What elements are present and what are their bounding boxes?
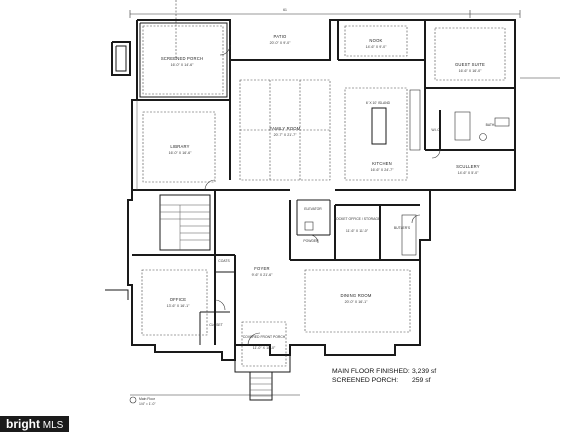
brand-suffix: MLS bbox=[42, 420, 64, 431]
room-name-dining-room: DINING ROOM bbox=[340, 293, 371, 298]
room-dim-pocket-office: 11'-6" X 11'-0" bbox=[346, 229, 369, 233]
room-name-elevator: ELEVATOR bbox=[304, 207, 322, 211]
plan-title: Main Floor bbox=[139, 397, 156, 401]
room-dim-office: 13'-6" X 16'-1" bbox=[167, 304, 190, 308]
room-name-guest-suite: GUEST SUITE bbox=[455, 62, 485, 67]
room-name-wic: W.I.C. bbox=[431, 128, 440, 132]
island-label: 6' X 10' ISLAND bbox=[366, 101, 391, 105]
area-summary: MAIN FLOOR FINISHED: 3,239 sf SCREENED P… bbox=[332, 368, 436, 384]
dimension-text: 61 bbox=[283, 8, 287, 12]
room-name-covered-porch: COVERED FRONT PORCH bbox=[243, 335, 286, 339]
screened-porch-value: 259 sf bbox=[412, 377, 431, 384]
room-dim-dining-room: 20'-0" X 16'-1" bbox=[345, 300, 368, 304]
fixtures bbox=[136, 89, 510, 256]
room-name-foyer: FOYER bbox=[254, 266, 269, 271]
room-name-library: LIBRARY bbox=[170, 144, 189, 149]
room-name-powder: POWDER bbox=[303, 239, 319, 243]
room-name-closet: CLOSET bbox=[209, 323, 223, 327]
room-dim-screened-porch: 16'-0" X 14'-6" bbox=[171, 63, 194, 67]
room-dim-guest-suite: 16'-6" X 16'-0" bbox=[459, 69, 482, 73]
room-dim-nook: 14'-6" X 9'-0" bbox=[366, 45, 387, 49]
main-floor-label: MAIN FLOOR FINISHED: bbox=[332, 368, 410, 375]
interior-walls bbox=[105, 20, 515, 373]
room-dim-foyer: 9'-6" X 21'-6" bbox=[252, 273, 273, 277]
ceiling-beams bbox=[141, 25, 506, 367]
screened-porch-label: SCREENED PORCH: bbox=[332, 377, 398, 384]
room-name-scullery: SCULLERY bbox=[456, 164, 480, 169]
room-name-coats: COATS bbox=[218, 259, 230, 263]
plan-caption: Main Floor 1/4" = 1'-0" bbox=[129, 396, 156, 406]
room-labels: SCREENED PORCH 16'-0" X 14'-6" PATIO 20'… bbox=[161, 34, 495, 350]
room-name-patio: PATIO bbox=[274, 34, 287, 39]
room-name-office: OFFICE bbox=[170, 297, 187, 302]
room-name-screened-porch: SCREENED PORCH bbox=[161, 56, 203, 61]
room-name-pocket-office: POCKET OFFICE / STORAGE bbox=[334, 217, 381, 221]
doors bbox=[204, 44, 441, 346]
room-dim-kitchen: 16'-6" X 24'-7" bbox=[371, 168, 394, 172]
room-dim-family-room: 20'-7" X 21'-7" bbox=[274, 133, 297, 137]
room-dim-scullery: 14'-6" X 5'-0" bbox=[458, 171, 479, 175]
brand-watermark: bright MLS bbox=[0, 416, 70, 432]
stairs bbox=[159, 194, 273, 401]
room-name-bath: BATH bbox=[486, 123, 495, 127]
room-dim-library: 16'-0" X 16'-6" bbox=[169, 151, 192, 155]
room-name-family-room: FAMILY ROOM bbox=[270, 126, 301, 131]
room-dim-covered-porch: 11'-0" X 10'-0" bbox=[253, 346, 276, 350]
room-name-kitchen: KITCHEN bbox=[372, 161, 392, 166]
room-name-nook: NOOK bbox=[369, 38, 382, 43]
brand-logo: bright bbox=[6, 417, 40, 431]
room-name-butlers: BUTLER'S bbox=[394, 226, 411, 230]
main-floor-value: 3,239 sf bbox=[412, 368, 436, 375]
plan-scale: 1/4" = 1'-0" bbox=[139, 402, 156, 406]
room-dim-patio: 20'-0" X 9'-0" bbox=[270, 41, 291, 45]
